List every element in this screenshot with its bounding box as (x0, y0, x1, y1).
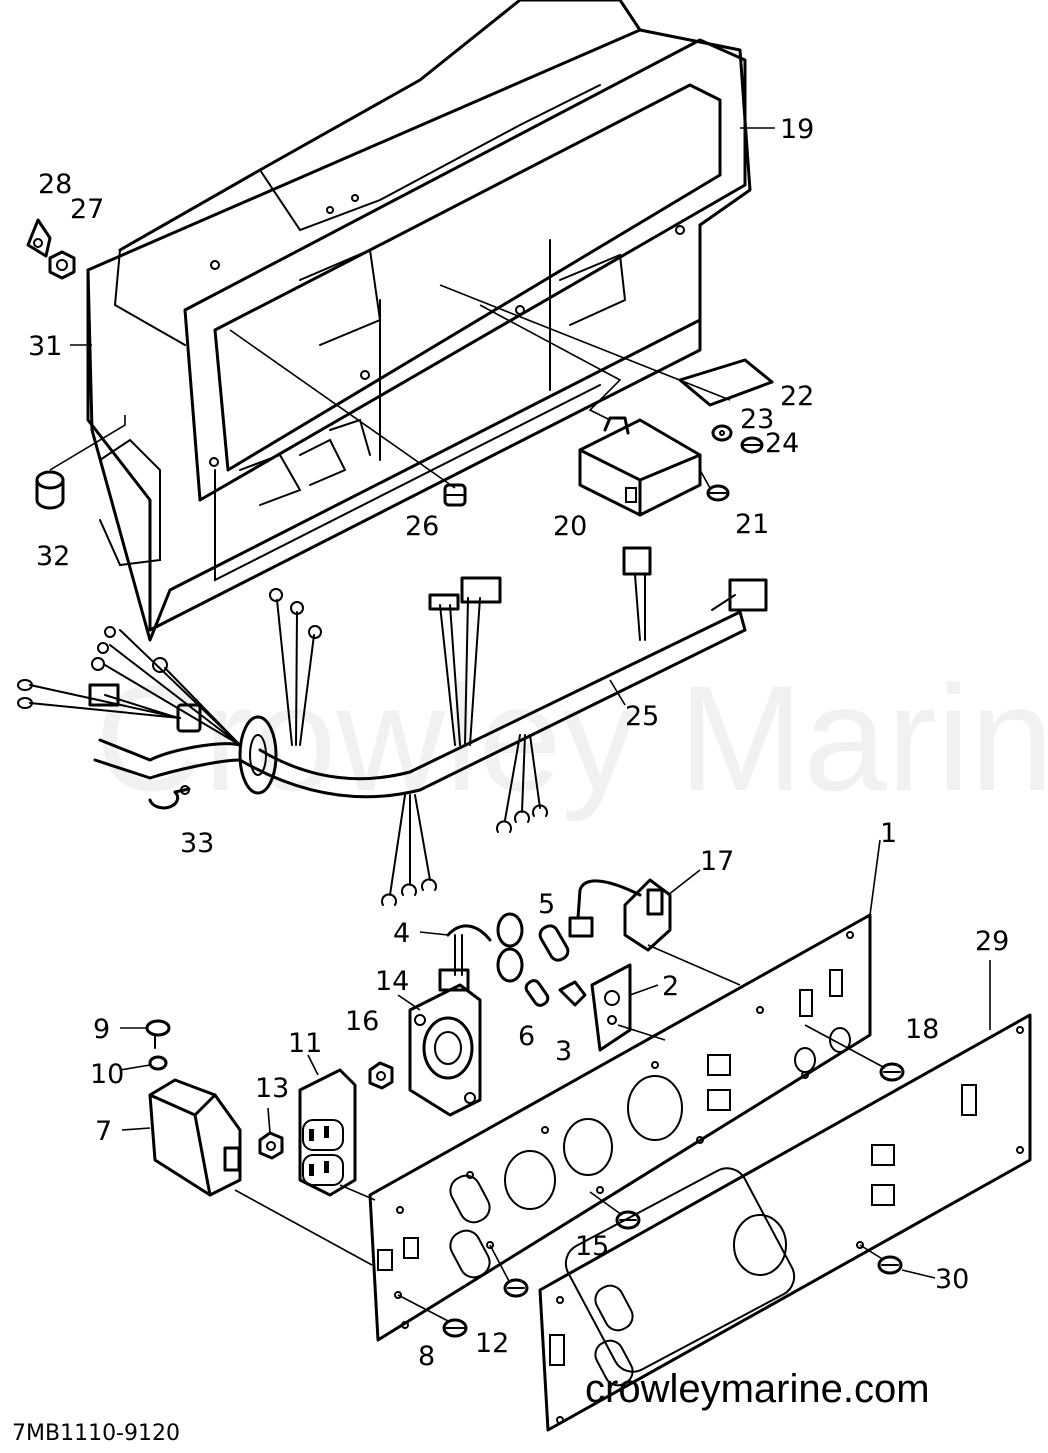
callout-23: 23 (740, 404, 774, 435)
callout-30: 30 (935, 1264, 969, 1295)
leader-13 (267, 1107, 271, 1134)
pilot-lamp-4[interactable] (438, 912, 524, 992)
callout-28: 28 (38, 169, 72, 200)
leader-14 (397, 994, 421, 1011)
leader-20 (479, 304, 622, 421)
wing-clip-28[interactable] (26, 218, 52, 258)
leader-21 (699, 469, 711, 489)
cable-clamp-33[interactable] (148, 785, 191, 810)
screw-24[interactable] (740, 436, 764, 454)
leader-17-panel (647, 944, 741, 986)
screw-12[interactable] (503, 1278, 529, 1298)
callout-3: 3 (555, 1036, 572, 1067)
leader-7 (121, 1127, 151, 1131)
callout-26: 26 (405, 511, 439, 542)
lens-5[interactable] (537, 923, 571, 963)
callout-25: 25 (625, 701, 659, 732)
callout-13: 13 (255, 1073, 289, 1104)
callout-20: 20 (553, 511, 587, 542)
callout-15: 15 (575, 1231, 609, 1262)
leader-15 (589, 1191, 623, 1216)
plug-26[interactable] (443, 483, 467, 507)
callout-29: 29 (975, 926, 1009, 957)
callout-32: 32 (36, 541, 70, 572)
diagram-code: 7MB1110-9120 (12, 1421, 180, 1446)
twist-lock-receptacle-14[interactable] (408, 983, 482, 1117)
callout-16: 16 (345, 1006, 379, 1037)
callout-4: 4 (393, 918, 410, 949)
bracket-plate-2[interactable] (590, 963, 632, 1052)
leader-2-panel (617, 1024, 666, 1041)
leader-2 (629, 984, 659, 996)
callout-12: 12 (475, 1328, 509, 1359)
circuit-breaker-7[interactable] (148, 1078, 242, 1197)
callout-9: 9 (93, 1014, 110, 1045)
callout-18: 18 (905, 1014, 939, 1045)
callout-21: 21 (735, 509, 769, 540)
grommet-32[interactable] (35, 470, 65, 510)
callout-22: 22 (780, 381, 814, 412)
wire-harness-25[interactable] (17, 546, 768, 906)
face-plate-29[interactable] (538, 1013, 1032, 1432)
callout-19: 19 (780, 114, 814, 145)
callout-14: 14 (375, 966, 409, 997)
callout-17: 17 (700, 846, 734, 877)
callout-33: 33 (180, 828, 214, 859)
callout-31: 31 (28, 331, 62, 362)
control-box-housing[interactable] (86, 0, 752, 642)
screw-30[interactable] (877, 1255, 903, 1275)
leader-32 (49, 415, 126, 471)
screw-21[interactable] (706, 484, 730, 502)
leader-11 (307, 1054, 319, 1076)
leader-1 (869, 839, 881, 916)
leader-10 (119, 1064, 151, 1071)
front-panel-1[interactable] (368, 913, 872, 1342)
nut-27[interactable] (48, 250, 76, 280)
callout-6: 6 (518, 1021, 535, 1052)
bushing-3[interactable] (558, 980, 587, 1007)
callout-5: 5 (538, 889, 555, 920)
callout-24: 24 (765, 428, 799, 459)
nut-13[interactable] (258, 1131, 284, 1160)
callout-2: 2 (662, 971, 679, 1002)
leader-17 (667, 869, 701, 896)
cover-plate-22[interactable] (678, 358, 774, 407)
leader-25 (609, 679, 626, 706)
callout-labels: 19 28 27 31 22 23 24 32 26 20 21 25 33 1… (28, 114, 1009, 1372)
callout-7: 7 (95, 1116, 112, 1147)
watermark: Crowley Marine (95, 654, 1048, 822)
leader-18 (804, 1024, 886, 1069)
callout-1: 1 (880, 818, 897, 849)
leader-11-panel (339, 1184, 376, 1201)
callout-8: 8 (418, 1341, 435, 1372)
duplex-outlet-11[interactable] (298, 1068, 357, 1197)
leader-7-panel (234, 1189, 373, 1266)
leader-12 (489, 1244, 511, 1284)
leader-8 (397, 1294, 451, 1323)
screw-15[interactable] (615, 1210, 641, 1230)
leader-26 (229, 329, 456, 489)
callout-10: 10 (90, 1059, 124, 1090)
cap-6[interactable] (524, 978, 550, 1007)
washer-10[interactable] (148, 1055, 168, 1071)
screw-18[interactable] (879, 1062, 905, 1082)
leader-22-23 (439, 284, 731, 401)
leader-30 (859, 1244, 885, 1261)
website-label: crowleymarine.com (585, 1367, 930, 1411)
washer-23[interactable] (711, 424, 733, 442)
relay-box-20[interactable] (578, 416, 702, 517)
nut-16[interactable] (368, 1061, 394, 1090)
toggle-switch-17[interactable] (568, 878, 672, 952)
screw-8[interactable] (442, 1318, 468, 1338)
screw-9[interactable] (145, 1019, 171, 1049)
callout-27: 27 (70, 194, 104, 225)
callout-11: 11 (288, 1028, 322, 1059)
leader-4 (419, 931, 449, 936)
leader-30-label (901, 1269, 936, 1279)
